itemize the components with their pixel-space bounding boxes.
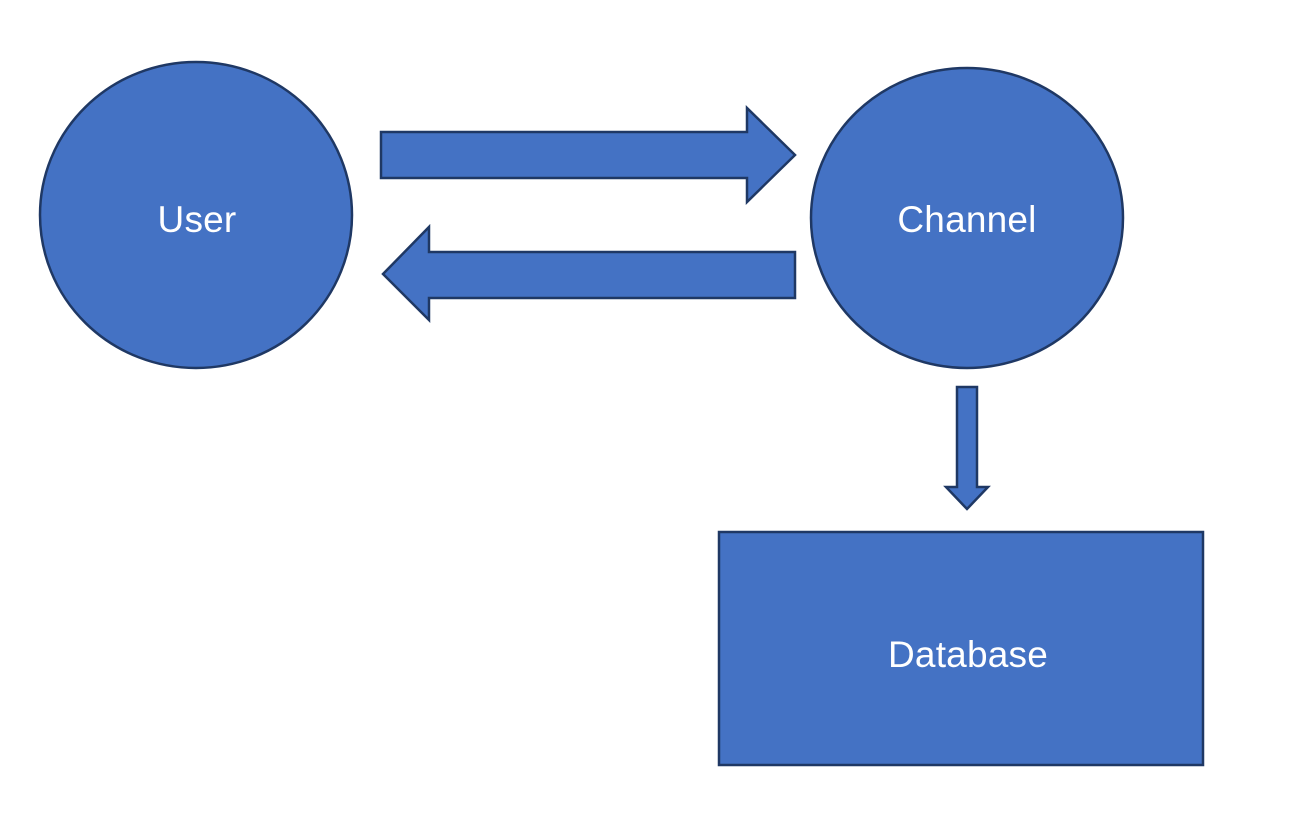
- user-label: User: [158, 199, 237, 240]
- arrow-channel-to-database[interactable]: [943, 385, 991, 511]
- arrow-channel-to-user[interactable]: [381, 223, 797, 324]
- database-label: Database: [888, 634, 1048, 675]
- database-rect-shape[interactable]: [717, 530, 1205, 767]
- channel-label: Channel: [897, 199, 1036, 240]
- arrow-user-to-channel[interactable]: [379, 105, 797, 205]
- channel-circle-shape[interactable]: [809, 66, 1125, 370]
- node-database[interactable]: Database: [717, 530, 1205, 767]
- node-channel[interactable]: Channel: [809, 66, 1125, 370]
- node-user[interactable]: User: [38, 60, 354, 370]
- user-circle-shape[interactable]: [38, 60, 354, 370]
